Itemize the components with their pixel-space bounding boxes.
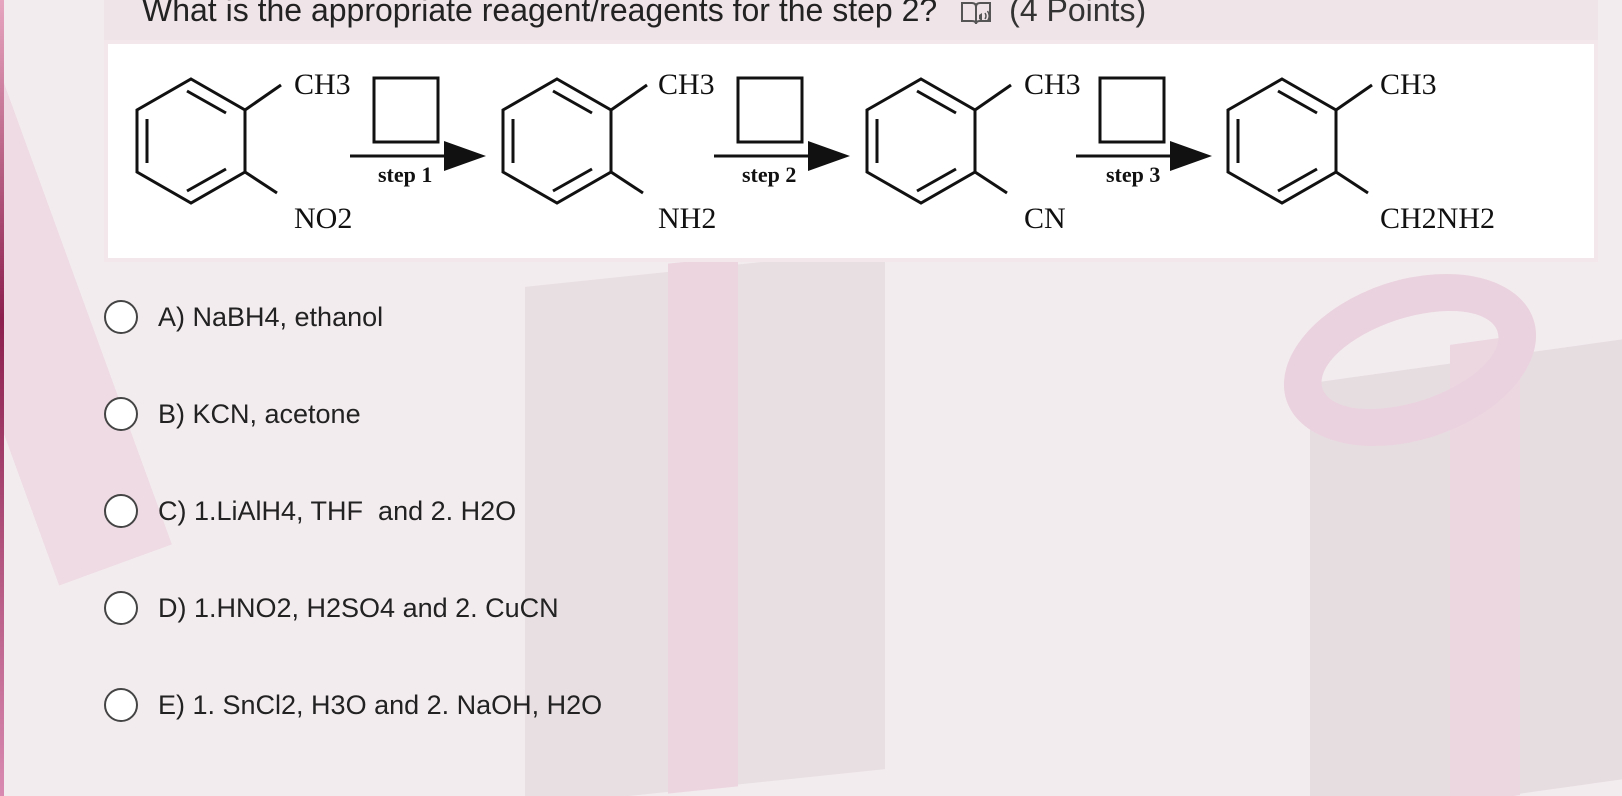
option-a[interactable]: A) NaBH4, ethanol bbox=[104, 300, 383, 334]
step-3-label: step 3 bbox=[1106, 162, 1160, 187]
reaction-scheme-svg: CH3 NO2 step 1 CH3 NH2 step 2 CH3 CN ste… bbox=[135, 68, 1495, 235]
step-1-label: step 1 bbox=[378, 162, 432, 187]
question-header-bar bbox=[104, 0, 1598, 40]
option-b-label: B) KCN, acetone bbox=[158, 398, 361, 429]
molecule-2-top-group: CH3 bbox=[658, 68, 715, 101]
molecule-2 bbox=[501, 77, 649, 205]
option-b[interactable]: B) KCN, acetone bbox=[104, 397, 361, 431]
question-title-row: What is the appropriate reagent/reagents… bbox=[142, 0, 1146, 30]
radio-button-icon[interactable] bbox=[104, 494, 138, 528]
option-c[interactable]: C) 1.LiAlH4, THF and 2. H2O bbox=[104, 494, 516, 528]
radio-button-icon[interactable] bbox=[104, 397, 138, 431]
molecule-2-bottom-group: NH2 bbox=[658, 202, 716, 235]
molecule-3-bottom-group: CN bbox=[1024, 202, 1066, 235]
molecule-1 bbox=[135, 77, 283, 205]
reaction-diagram: CH3 NO2 step 1 CH3 NH2 step 2 CH3 CN ste… bbox=[104, 40, 1598, 262]
radio-button-icon[interactable] bbox=[104, 591, 138, 625]
immersive-reader-icon[interactable] bbox=[959, 0, 993, 27]
option-a-label: A) NaBH4, ethanol bbox=[158, 301, 384, 332]
question-points: (4 Points) bbox=[1009, 0, 1147, 28]
molecule-3-top-group: CH3 bbox=[1024, 68, 1081, 101]
radio-button-icon[interactable] bbox=[104, 300, 138, 334]
molecule-1-bottom-group: NO2 bbox=[294, 202, 352, 235]
molecule-1-top-group: CH3 bbox=[294, 68, 351, 101]
molecule-4-top-group: CH3 bbox=[1380, 68, 1437, 101]
question-title: What is the appropriate reagent/reagents… bbox=[142, 0, 938, 28]
option-e[interactable]: E) 1. SnCl2, H3O and 2. NaOH, H2O bbox=[104, 688, 602, 722]
molecule-3 bbox=[865, 77, 1013, 205]
option-d-label: D) 1.HNO2, H2SO4 and 2. CuCN bbox=[158, 592, 559, 623]
radio-button-icon[interactable] bbox=[104, 688, 138, 722]
background-left-strip bbox=[0, 0, 4, 796]
option-e-label: E) 1. SnCl2, H3O and 2. NaOH, H2O bbox=[158, 689, 603, 720]
step-1-reagent-box bbox=[372, 76, 440, 144]
step-3-reagent-box bbox=[1098, 76, 1166, 144]
background-gift-ribbon-1 bbox=[668, 256, 738, 794]
option-d[interactable]: D) 1.HNO2, H2SO4 and 2. CuCN bbox=[104, 591, 559, 625]
molecule-4 bbox=[1226, 77, 1374, 205]
molecule-4-bottom-group: CH2NH2 bbox=[1380, 202, 1495, 235]
step-2-label: step 2 bbox=[742, 162, 796, 187]
step-2-reagent-box bbox=[736, 76, 804, 144]
option-c-label: C) 1.LiAlH4, THF and 2. H2O bbox=[158, 495, 517, 526]
